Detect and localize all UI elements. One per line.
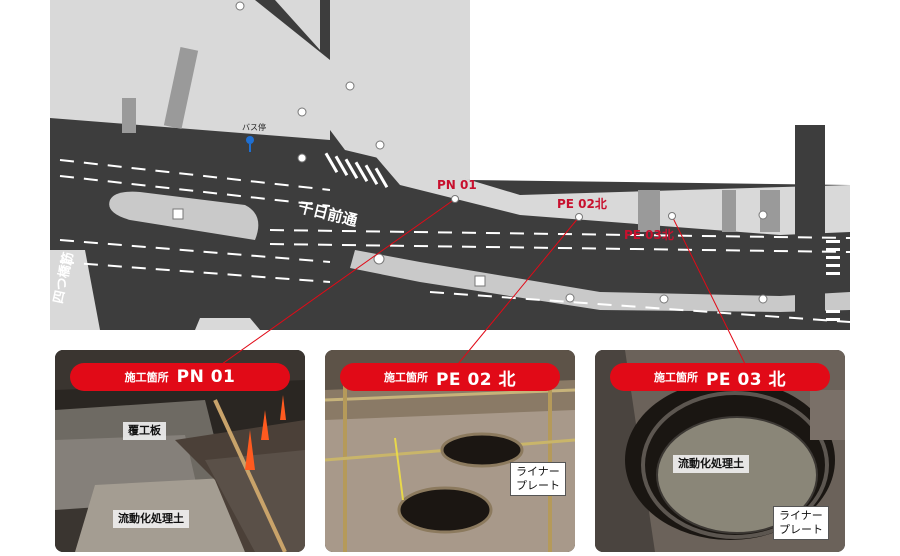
photo-panel-pn01: 施工箇所 PN 01 覆工板 流動化処理土 <box>55 350 305 552</box>
annotation-fluidized-soil: 流動化処理土 <box>113 510 189 528</box>
annotation-cover-plate: 覆工板 <box>123 422 166 440</box>
annotation-liner-plate: ライナー プレート <box>773 506 829 540</box>
site-badge-prefix: 施工箇所 <box>383 371 428 384</box>
annotation-fluidized-soil: 流動化処理土 <box>673 455 749 473</box>
site-badge-prefix: 施工箇所 <box>653 371 698 384</box>
annotation-liner-plate: ライナー プレート <box>510 462 566 496</box>
site-badge-pe03: 施工箇所 PE 03 北 <box>610 363 830 391</box>
point-label-pe02: PE 02北 <box>557 197 607 211</box>
point-label-pe03: PE 03北 <box>624 228 674 242</box>
point-label-pn01: PN 01 <box>437 178 477 192</box>
site-badge-code: PE 02 北 <box>435 369 517 390</box>
site-badge-pe02: 施工箇所 PE 02 北 <box>340 363 560 391</box>
photo-panel-pe03: 施工箇所 PE 03 北 流動化処理土 ライナー プレート <box>595 350 845 552</box>
bus-stop-icon <box>246 136 254 152</box>
site-badge-prefix: 施工箇所 <box>124 371 169 384</box>
site-badge-code: PE 03 北 <box>705 369 787 390</box>
site-map <box>50 0 850 330</box>
bus-stop-label: バス停 <box>242 123 266 132</box>
site-badge-pn01: 施工箇所 PN 01 <box>70 363 290 391</box>
photo-panel-pe02: 施工箇所 PE 02 北 ライナー プレート <box>325 350 575 552</box>
site-badge-code: PN 01 <box>176 367 236 387</box>
